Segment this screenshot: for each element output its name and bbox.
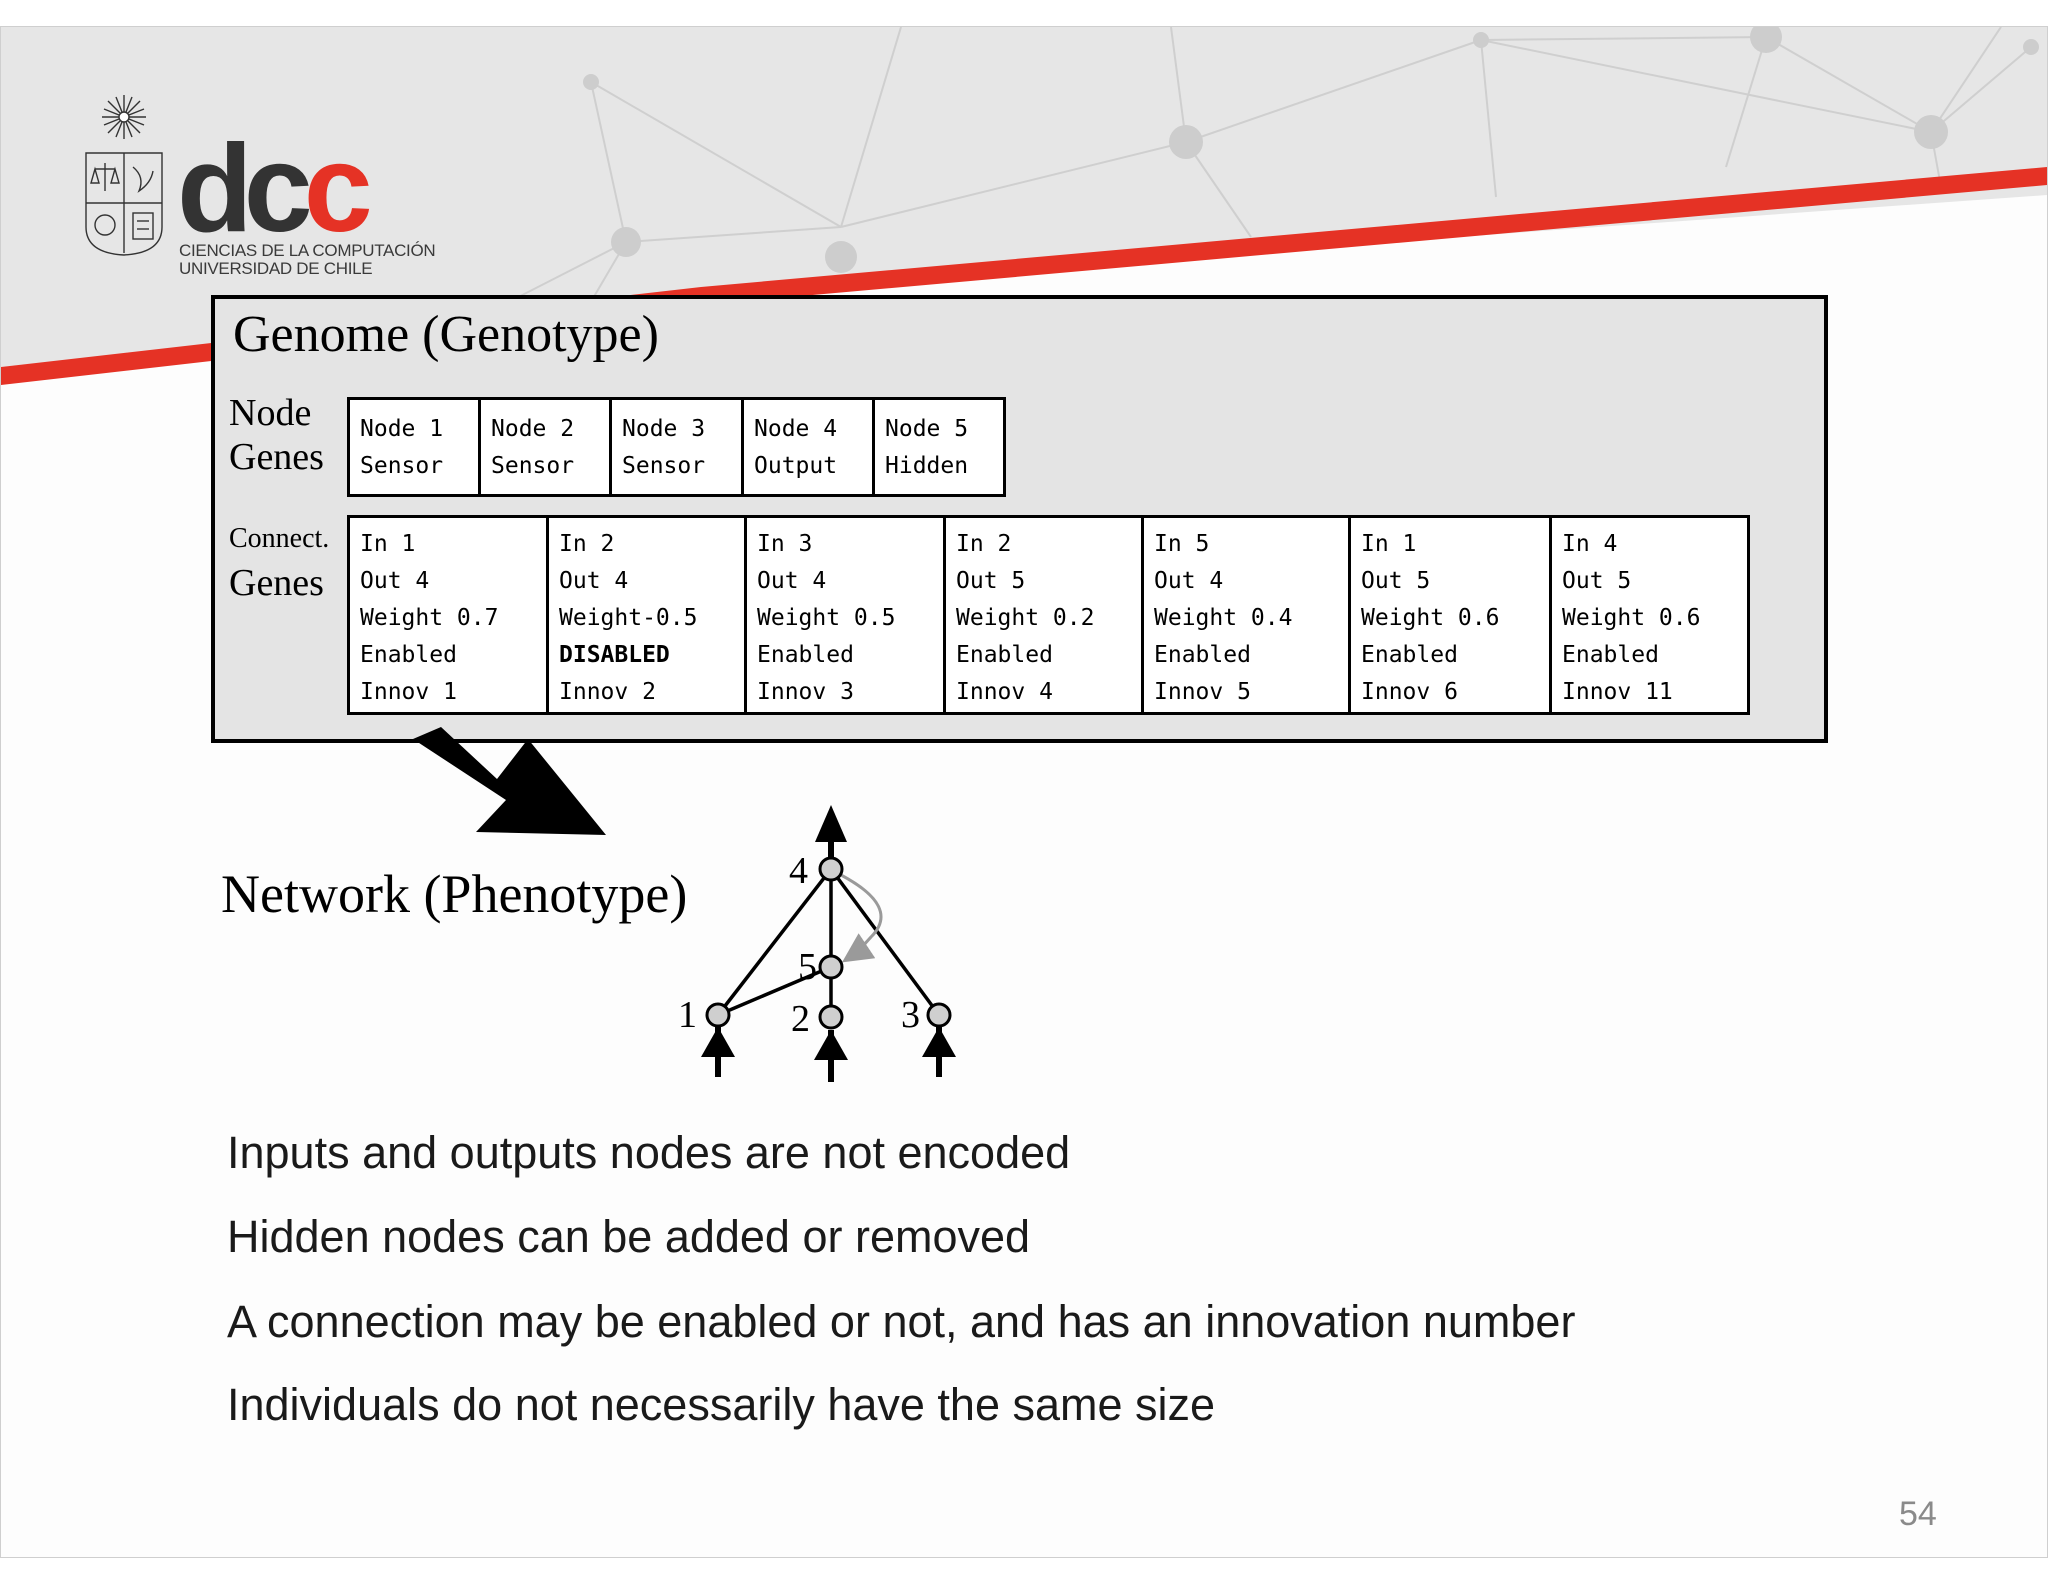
page-number: 54 [1899,1495,1937,1533]
connection-3-4 [829,867,941,1017]
connect-genes-label: Connect. Genes [229,523,330,604]
bullet-text: Hidden nodes can be added or removed [227,1211,1031,1262]
logo-subtitle-1: CIENCIAS DE LA COMPUTACIÓN [179,241,436,260]
university-crest-icon [85,95,163,256]
node-2 [818,1004,844,1030]
dcc-logo: dcc CIENCIAS DE LA COMPUTACIÓN UNIVERSID… [81,87,441,287]
bullet-text: Individuals do not necessarily have the … [227,1379,1216,1430]
node-3 [926,1002,952,1028]
input-arrow-icon [922,1027,956,1057]
node-label: 5 [798,946,817,988]
node-4 [818,856,844,882]
input-arrow-icon [814,1030,848,1060]
node-genes-label: Node Genes [229,392,324,478]
bullet-text: A connection may be enabled or not, and … [227,1296,1576,1347]
node-label: 1 [678,994,697,1036]
output-arrow-icon [815,805,847,842]
logo-wordmark: dcc [177,120,373,258]
input-arrow-icon [701,1027,735,1057]
header-banner [1,27,2047,387]
connection-1-5 [717,965,832,1017]
node-5 [818,954,844,980]
recurrent-connection-4-5 [840,873,883,963]
disabled-status: DISABLED [559,642,670,668]
node-label: 3 [901,994,920,1036]
node-label: 2 [791,998,810,1040]
connection-1-4 [716,867,833,1017]
phenotype-title: Network (Phenotype) [221,864,688,924]
phenotype-diagram: 4 5 1 2 3 [413,727,956,1082]
node-1 [705,1002,731,1028]
slide: dcc CIENCIAS DE LA COMPUTACIÓN UNIVERSID… [0,26,2048,1558]
node-label: 4 [789,850,808,892]
genome-title: Genome (Genotype) [233,306,659,363]
bullet-text: Inputs and outputs nodes are not encoded [227,1127,1071,1178]
genome-panel: Genome (Genotype) Node Genes Connect. Ge… [211,295,1828,743]
genotype-to-phenotype-arrow [413,727,606,835]
logo-subtitle-2: UNIVERSIDAD DE CHILE [179,259,373,278]
